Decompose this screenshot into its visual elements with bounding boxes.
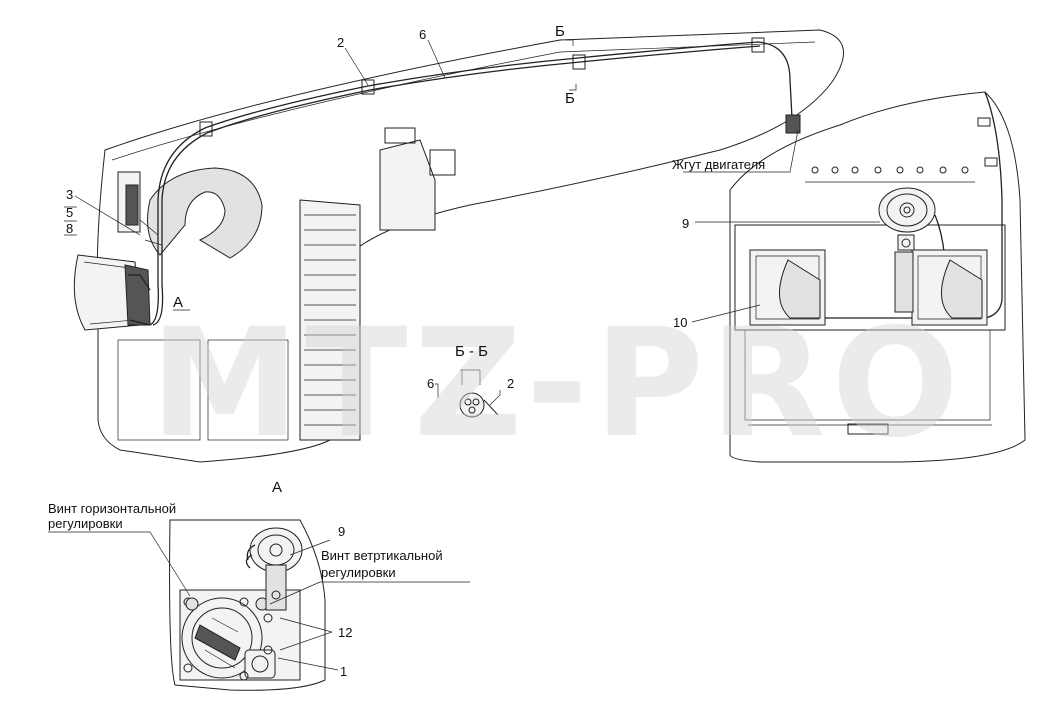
callout-10: 10 — [673, 315, 687, 330]
engine-harness-label: Жгут двигателя — [672, 157, 765, 172]
vertical-screw-label-line1: Винт ветртикальной — [321, 548, 443, 563]
engine-leaders — [691, 221, 880, 323]
callout-6-top: 6 — [419, 27, 426, 42]
section-mark-b-top: Б — [555, 23, 565, 40]
view-a-title: А — [272, 479, 282, 496]
vertical-screw-label-line2: регулировки — [321, 565, 396, 580]
section-b-b — [435, 369, 501, 418]
callout-9-right: 9 — [682, 216, 689, 231]
callout-8: 8 — [66, 221, 73, 236]
section-title-b-b: Б - Б — [455, 343, 488, 360]
engine-front-view — [729, 91, 1026, 463]
section-callout-6: 6 — [427, 376, 434, 391]
front-headlight-left — [73, 171, 151, 331]
view-a-mark: А — [173, 294, 183, 311]
engine-headlights — [749, 249, 988, 326]
section-callout-2: 2 — [507, 376, 514, 391]
detail-callout-12: 12 — [338, 625, 352, 640]
engine-bolts — [811, 166, 969, 174]
hood-assembly — [96, 29, 844, 463]
section-mark-b-under: Б — [565, 90, 575, 107]
grille-slats — [304, 214, 356, 426]
detail-callout-1: 1 — [340, 664, 347, 679]
detail-leaders — [48, 531, 470, 671]
callout-3: 3 — [66, 187, 73, 202]
horn-assembly — [878, 187, 936, 313]
callout-5: 5 — [66, 205, 73, 220]
detail-view-a — [169, 519, 326, 691]
callout-2-top: 2 — [337, 35, 344, 50]
horizontal-screw-label-line2: регулировки — [48, 516, 123, 531]
watermark: MTZ-PRO — [150, 297, 965, 471]
harness-wire — [128, 37, 801, 326]
leader-lines — [74, 39, 799, 311]
horizontal-screw-label-line1: Винт горизонтальной — [48, 501, 176, 516]
callout-3-5-8-frames — [64, 206, 77, 236]
detail-callout-9: 9 — [338, 524, 345, 539]
